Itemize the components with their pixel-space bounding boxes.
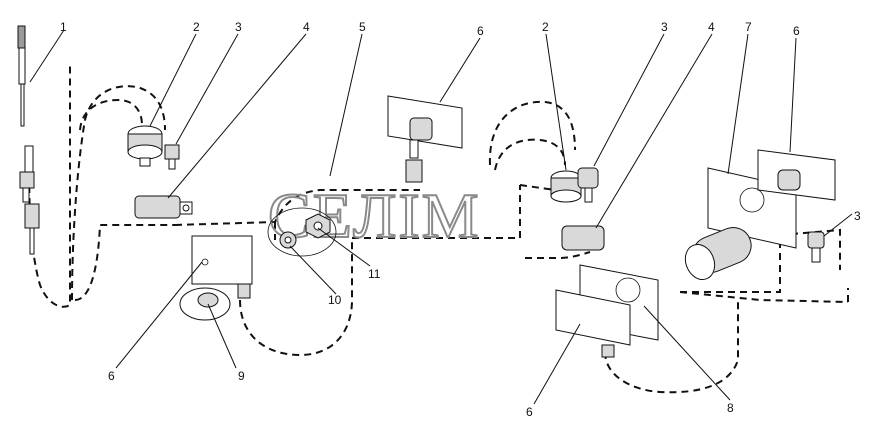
callout-labels: 1 2 3 4 5 6 2 3 4 7 6 3 11 10 6 9 6 8 [60, 20, 861, 419]
callout-2a: 2 [193, 20, 200, 34]
watermark-text: СЕЛІМ [268, 180, 481, 251]
callout-11: 11 [368, 267, 381, 281]
callout-7: 7 [745, 20, 752, 34]
connector-far-right [807, 231, 825, 263]
leader-lines [29, 29, 853, 405]
plug-left [134, 195, 193, 219]
callout-6b: 6 [793, 24, 800, 38]
grommet-part-9 [179, 287, 231, 321]
callout-8: 8 [727, 401, 734, 415]
callout-2b: 2 [542, 20, 549, 34]
callout-6d: 6 [526, 405, 533, 419]
nut-part-10 [279, 231, 297, 249]
wire-harness [28, 62, 849, 394]
plug-right [561, 225, 605, 251]
pressure-sensor-left [127, 125, 180, 170]
callout-5: 5 [359, 20, 366, 34]
callout-6c: 6 [108, 369, 115, 383]
pressure-sensor-right [550, 167, 599, 203]
callout-4a: 4 [303, 20, 310, 34]
bracket-far-right [757, 149, 836, 201]
ring-outline [267, 207, 337, 257]
callout-3a: 3 [235, 20, 242, 34]
callout-3c: 3 [854, 209, 861, 223]
callout-4b: 4 [708, 20, 715, 34]
callout-10: 10 [328, 293, 342, 307]
callout-9: 9 [238, 369, 245, 383]
bracket-top [387, 95, 463, 183]
sensor-probe-part-1 [17, 25, 40, 255]
bracket-bottom-right [555, 264, 659, 358]
bracket-left [191, 235, 253, 299]
callout-3b: 3 [661, 20, 668, 34]
callout-1: 1 [60, 20, 67, 34]
callout-6a: 6 [477, 24, 484, 38]
